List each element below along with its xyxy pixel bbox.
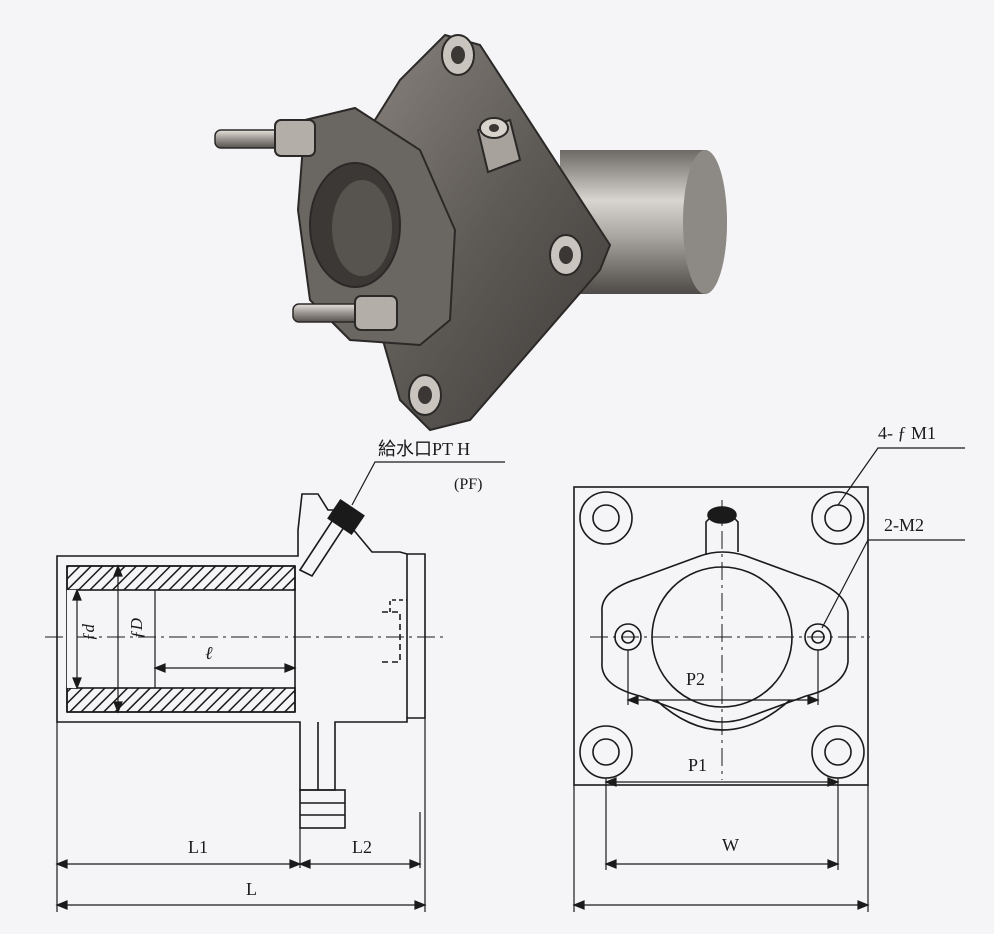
inlet-fitting-photo (476, 117, 522, 174)
body-outline (56, 493, 426, 791)
holes-M1-label: 4- ƒ M1 (878, 423, 936, 443)
front-view (573, 447, 965, 786)
gland-bolts (214, 119, 398, 331)
pf-label: (PF) (454, 476, 483, 493)
pipe-end (683, 150, 727, 294)
side-section-view (45, 461, 505, 829)
holes-M2-label: 2-M2 (884, 515, 924, 535)
hatched-wall-top (66, 565, 296, 591)
water-inlet-label: 給水口PT H (378, 439, 471, 459)
dim-L1-label: L1 (188, 837, 208, 857)
hatched-wall-bottom (66, 687, 296, 713)
product-photo (214, 33, 727, 432)
dim-P1-label: P1 (688, 755, 708, 775)
gland-bore-inner (332, 180, 392, 276)
flange-holes (408, 34, 583, 416)
drain-stub (299, 789, 346, 829)
dim-d-small-label: ƒd (79, 624, 98, 641)
dim-P2-label: P2 (686, 669, 706, 689)
dim-d-large-label: ƒD (127, 618, 146, 639)
dim-W-label: W (722, 835, 739, 855)
dim-ell-label: ℓ (205, 643, 213, 663)
front-dimensions (572, 650, 870, 912)
dim-L2-label: L2 (352, 837, 372, 857)
side-dimensions (55, 564, 427, 912)
dim-L-label: L (246, 879, 257, 899)
flange-square (573, 486, 869, 786)
oval-gland-outline (601, 551, 849, 723)
